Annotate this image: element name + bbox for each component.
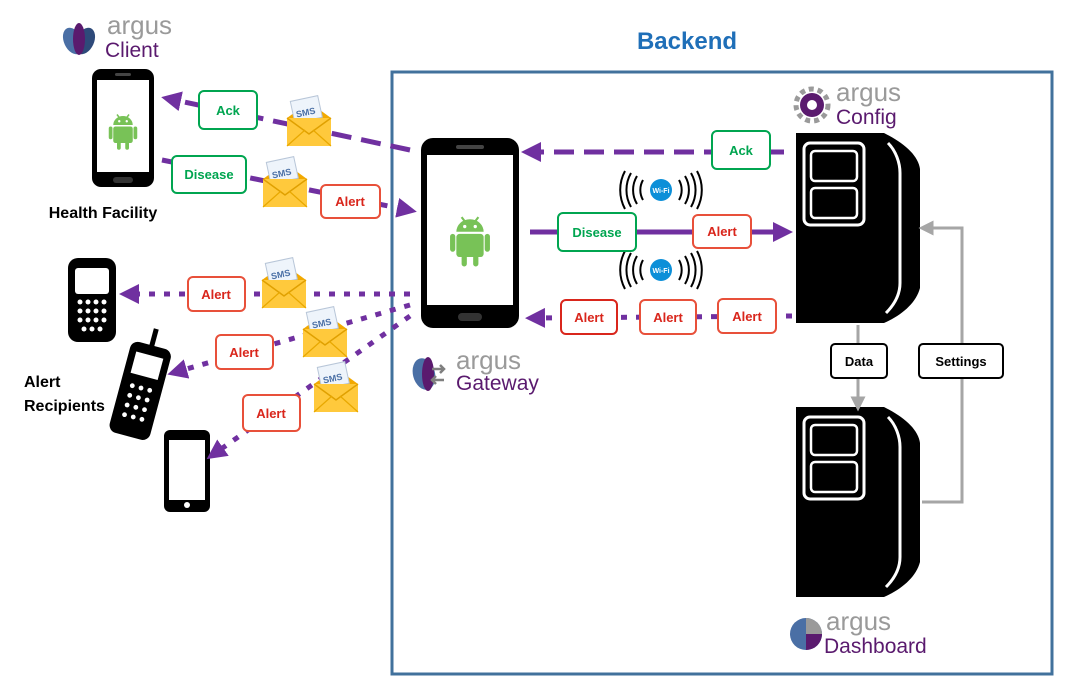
wifi-signal-icon: Wi-Fi (619, 170, 703, 210)
svg-text:Ack: Ack (216, 103, 241, 118)
svg-text:Settings: Settings (935, 354, 986, 369)
blackberry-phone-icon (68, 258, 116, 342)
svg-text:Wi-Fi: Wi-Fi (652, 188, 669, 195)
alert-to-feature-phone-arrow (167, 302, 411, 379)
argus-leaf-logo-icon (62, 23, 96, 55)
alert-label: Alert (242, 394, 301, 432)
client-logo-name: argus (107, 10, 172, 40)
disease-label: Disease (171, 155, 247, 194)
svg-text:Alert: Alert (229, 345, 259, 360)
settings-label: Settings (918, 343, 1004, 379)
dashboard-server-icon (794, 405, 922, 599)
dashboard-logo-sub: Dashboard (824, 635, 927, 658)
health-facility-caption: Health Facility (49, 205, 158, 222)
gateway-exchange-icon (412, 357, 446, 391)
svg-text:SMS: SMS (295, 106, 316, 120)
sms-envelope-icon: SMS (302, 305, 348, 358)
svg-text:Alert: Alert (256, 406, 286, 421)
config-logo-sub: Config (836, 106, 897, 129)
sms-envelope-icon: SMS (262, 155, 308, 208)
svg-text:Alert: Alert (574, 310, 604, 325)
svg-text:Wi-Fi: Wi-Fi (652, 268, 669, 275)
svg-text:Alert: Alert (335, 194, 365, 209)
pie-chart-icon (790, 618, 822, 650)
backend-container (390, 70, 1054, 676)
svg-text:SMS: SMS (311, 317, 332, 331)
backend-title: Backend (637, 28, 737, 55)
svg-text:Alert: Alert (707, 224, 737, 239)
config-logo-name: argus (836, 77, 901, 107)
alert-label: Alert (320, 184, 381, 219)
svg-text:Alert: Alert (732, 309, 762, 324)
ack-label: Ack (711, 130, 771, 170)
argus-config-logo: argus Config (793, 77, 901, 129)
alert-label: Alert (187, 276, 246, 312)
gateway-logo-name: argus (456, 345, 521, 375)
svg-text:Alert: Alert (201, 287, 231, 302)
sms-envelope-icon: SMS (261, 256, 307, 309)
alert-label: Alert (692, 214, 752, 249)
svg-text:Disease: Disease (184, 167, 233, 182)
svg-text:SMS: SMS (271, 167, 292, 181)
sms-envelope-icon: SMS (286, 94, 332, 147)
ack-label: Ack (198, 90, 258, 130)
gateway-logo-sub: Gateway (456, 372, 539, 395)
feature-phone-icon (109, 328, 171, 440)
wifi-signal-icon: Wi-Fi (619, 250, 703, 290)
alert-label: Alert (215, 334, 274, 370)
alert-recipients-caption-line1: Alert (24, 374, 61, 391)
svg-text:Disease: Disease (572, 225, 621, 240)
argus-dashboard-logo: argus Dashboard (790, 606, 927, 658)
svg-text:SMS: SMS (270, 268, 291, 282)
alert-recipients-caption-line2: Recipients (24, 398, 105, 415)
smartphone-icon (164, 430, 210, 512)
svg-text:SMS: SMS (322, 372, 343, 386)
svg-text:Data: Data (845, 354, 874, 369)
config-server-icon (794, 131, 922, 325)
argus-gateway-logo: argus Gateway (412, 345, 539, 395)
gateway-phone-icon (421, 138, 519, 328)
svg-text:Alert: Alert (653, 310, 683, 325)
alert-label: Alert (639, 299, 697, 335)
svg-text:Ack: Ack (729, 143, 754, 158)
alert-label: Alert (717, 298, 777, 334)
data-label: Data (830, 343, 888, 379)
disease-label: Disease (557, 212, 637, 252)
health-facility-phone-icon (92, 69, 154, 187)
sms-envelope-icon: SMS (313, 360, 359, 413)
client-logo-sub: Client (105, 39, 159, 62)
argus-client-logo: argus Client (62, 10, 172, 62)
alert-label: Alert (560, 299, 618, 335)
gear-icon (793, 86, 831, 124)
dashboard-logo-name: argus (826, 606, 891, 636)
